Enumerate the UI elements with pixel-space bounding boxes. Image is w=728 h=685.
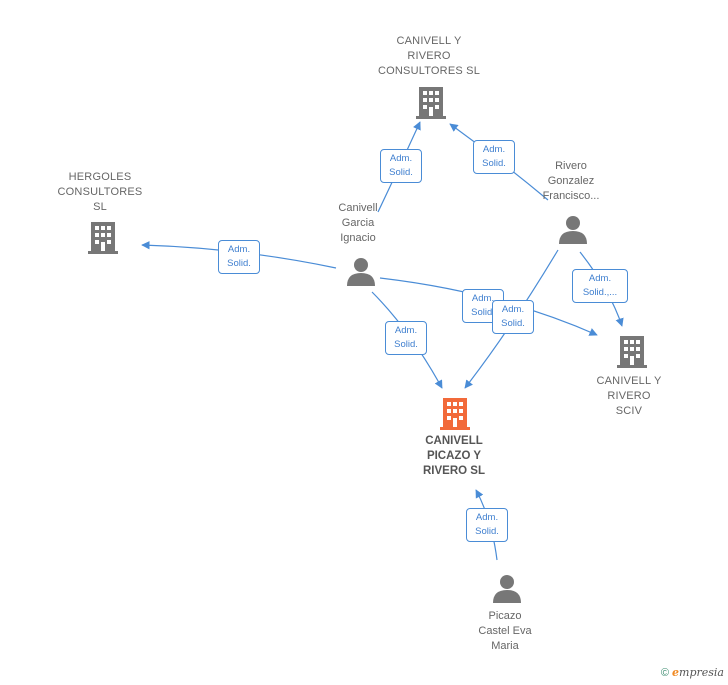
node-label-rivero-gonzalez[interactable]: Rivero Gonzalez Francisco... — [542, 160, 600, 202]
node-label-canivell-garcia[interactable]: Canivell Garcia Ignacio — [338, 202, 378, 244]
node-label-canivell-picazo[interactable]: CANIVELL PICAZO Y RIVERO SL — [423, 435, 485, 477]
copyright-symbol: © — [660, 667, 669, 679]
edge-label-box[interactable]: Adm. Solid. — [385, 321, 427, 355]
building-icon[interactable] — [416, 85, 446, 119]
node-label-picazo-castel[interactable]: Picazo Castel Eva Maria — [478, 610, 532, 652]
brand-footer: © empresia — [661, 666, 724, 679]
edge-label-box[interactable]: Adm. Solid. — [466, 508, 508, 542]
edge-label-box[interactable]: Adm. Solid.,... — [572, 269, 628, 303]
person-icon[interactable] — [492, 573, 522, 603]
person-icon[interactable] — [558, 214, 588, 244]
node-label-canivell-rivero-sciv[interactable]: CANIVELL Y RIVERO SCIV — [596, 375, 662, 417]
empresia-logo[interactable]: empresia — [672, 666, 724, 679]
main-building-icon[interactable] — [440, 396, 470, 430]
building-icon[interactable] — [617, 334, 647, 368]
edge-label-box[interactable]: Adm. Solid. — [380, 149, 422, 183]
building-icon[interactable] — [88, 220, 118, 254]
node-label-hergoles[interactable]: HERGOLES CONSULTORES SL — [57, 171, 143, 213]
edge-label-box[interactable]: Adm. Solid. — [492, 300, 534, 334]
edge-label-box[interactable]: Adm. Solid. — [473, 140, 515, 174]
edge-label-box[interactable]: Adm. Solid. — [218, 240, 260, 274]
node-label-canivell-rivero-consultores[interactable]: CANIVELL Y RIVERO CONSULTORES SL — [377, 35, 481, 77]
person-icon[interactable] — [346, 256, 376, 286]
